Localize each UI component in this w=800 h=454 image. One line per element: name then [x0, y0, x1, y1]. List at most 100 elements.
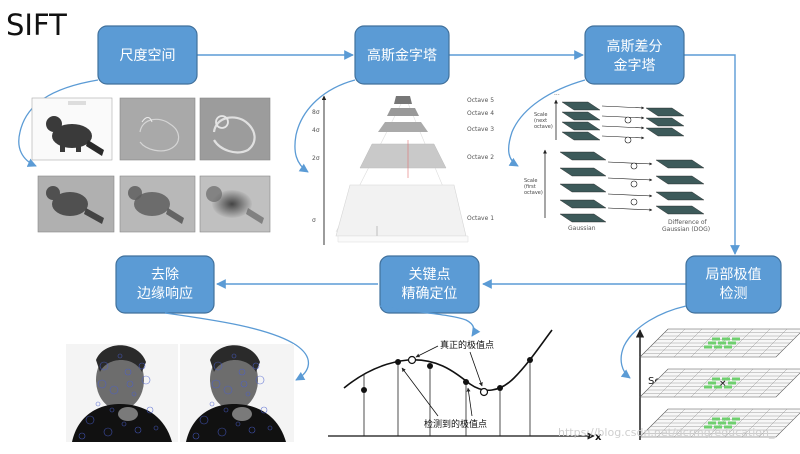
detected-extremum-label: 检测到的极值点 — [424, 418, 487, 430]
keypoint-markers-2 — [192, 353, 273, 440]
sigma-label-1: σ — [312, 217, 316, 224]
octave-layer-5 — [394, 96, 412, 104]
octave-layer-4 — [387, 108, 419, 116]
keypoint-circle — [95, 401, 101, 407]
dog-dots: ... — [554, 90, 560, 97]
page-title: SIFT — [6, 8, 67, 42]
extrema-grid-layer: × — [639, 368, 800, 398]
keypoint-circle — [153, 425, 159, 431]
dog-subtract-arrow — [601, 115, 645, 120]
neighbour-cell — [714, 425, 722, 429]
step-label-line1: 局部极值 — [706, 267, 762, 283]
beaver-blur-image-2 — [119, 175, 196, 233]
keypoint-circle — [124, 368, 132, 376]
arrow-step3-to-step4 — [684, 54, 740, 255]
dog-subtract-arrow — [601, 125, 645, 130]
refine-x-label: x — [595, 432, 602, 443]
extrema-grids: × — [639, 328, 800, 438]
keypoint-circle — [121, 421, 127, 427]
true-extremum-point — [407, 355, 417, 365]
edge-response-images — [66, 344, 294, 442]
sigma-label-4: 4σ — [312, 127, 320, 134]
portrait-image-1 — [66, 344, 178, 442]
sample-points — [361, 355, 533, 397]
keypoint-refinement-image: x 真正的极值点 检测到的极值点 — [328, 329, 602, 443]
scale-space-images — [31, 97, 271, 233]
keypoint-circle — [131, 391, 137, 397]
step-box-scale-space: 尺度空间 — [97, 25, 198, 85]
curve-to-edge-image — [164, 312, 310, 381]
dog-caption-line2: Gaussian (DOG) — [662, 226, 710, 233]
sigma-label-8: 8σ — [312, 109, 320, 116]
extrema-grid-layer — [639, 408, 800, 438]
neighbour-cell — [704, 345, 712, 349]
neighbour-cell — [728, 421, 736, 425]
keypoint-circle — [223, 407, 229, 413]
step-box-extrema-detection: 局部极值 检测 — [685, 255, 782, 314]
keypoint-circle — [238, 368, 246, 376]
extrema-grid-layer — [639, 328, 800, 358]
dog-minus-node — [624, 116, 632, 124]
octave-label-3: Octave 3 — [467, 126, 494, 133]
neighbour-cell — [722, 377, 730, 381]
scale-first-octave-label-3: octave) — [524, 190, 543, 196]
octave-label-1: Octave 1 — [467, 215, 494, 222]
neighbour-cell — [722, 337, 730, 341]
gauss-next-layer — [561, 121, 601, 131]
gauss-next-layer — [561, 111, 601, 121]
octave-label-2: Octave 2 — [467, 154, 494, 161]
dog-subtract-arrow — [607, 207, 653, 212]
octave-label-4: Octave 4 — [467, 110, 494, 117]
dog-first-layer — [655, 191, 705, 201]
gauss-first-layer — [559, 199, 607, 209]
step-box-edge-response-removal: 去除 边缘响应 — [115, 255, 215, 314]
portrait-image-2 — [180, 344, 294, 442]
keypoint-circle — [252, 362, 260, 370]
neighbour-cell — [732, 377, 740, 381]
keypoint-circle — [213, 361, 223, 371]
sample-stems — [363, 360, 531, 436]
neighbour-cell — [732, 337, 740, 341]
neighbour-cell — [724, 425, 732, 429]
keypoint-circle — [134, 426, 142, 434]
octave-layer-3 — [378, 122, 428, 132]
neighbour-cell — [714, 385, 722, 389]
keypoint-circle — [240, 380, 248, 388]
sigma-label-2: 2σ — [312, 155, 320, 162]
scale-first-octave-label-2: (first — [524, 184, 536, 190]
keypoint-markers-1 — [78, 353, 159, 440]
curve-to-dog-image — [507, 79, 586, 167]
neighbour-cell — [712, 337, 720, 341]
keypoint-circle — [126, 380, 134, 388]
keypoint-circle — [78, 432, 86, 440]
step-box-keypoint-localization: 关键点 精确定位 — [379, 255, 480, 314]
refine-function-curve — [343, 329, 553, 391]
keypoint-circle — [97, 379, 107, 389]
step-label: 高斯金字塔 — [367, 47, 437, 64]
step-label-line1: 高斯差分 — [607, 38, 663, 55]
step-label-line1: 关键点 — [409, 267, 451, 283]
curve-to-pyramid-image — [294, 79, 356, 173]
gaussian-pyramid-image: 8σ 4σ 2σ σ Octave 5 Octave 4 Octave 3 Oc… — [312, 95, 494, 245]
dog-next-layer — [645, 127, 685, 137]
dog-subtract-arrow — [607, 193, 653, 198]
gauss-first-layer — [559, 213, 607, 223]
neighbour-cell — [718, 341, 726, 345]
gauss-next-layer — [561, 101, 601, 111]
neighbour-cell — [732, 417, 740, 421]
keypoint-circle — [138, 362, 146, 370]
watermark: https://blog.csdn.net/dcrmg/education_ — [558, 426, 775, 439]
dog-minus-node — [630, 180, 638, 188]
octave-layer-1 — [335, 184, 467, 237]
keypoint-circle — [223, 385, 233, 395]
dog-pyramid-image: ... Scale (next octave) Scale (first oct… — [524, 90, 710, 233]
neighbour-cell — [712, 417, 720, 421]
dog-subtract-arrow — [607, 161, 653, 166]
keypoint-circle — [255, 375, 265, 385]
keypoint-circle — [192, 432, 200, 440]
dog-caption-line1: Difference of — [668, 219, 708, 226]
dog-minus-node — [624, 136, 632, 144]
neighbour-cell — [722, 417, 730, 421]
keypoint-circle — [235, 421, 241, 427]
keypoint-circle — [260, 406, 268, 414]
